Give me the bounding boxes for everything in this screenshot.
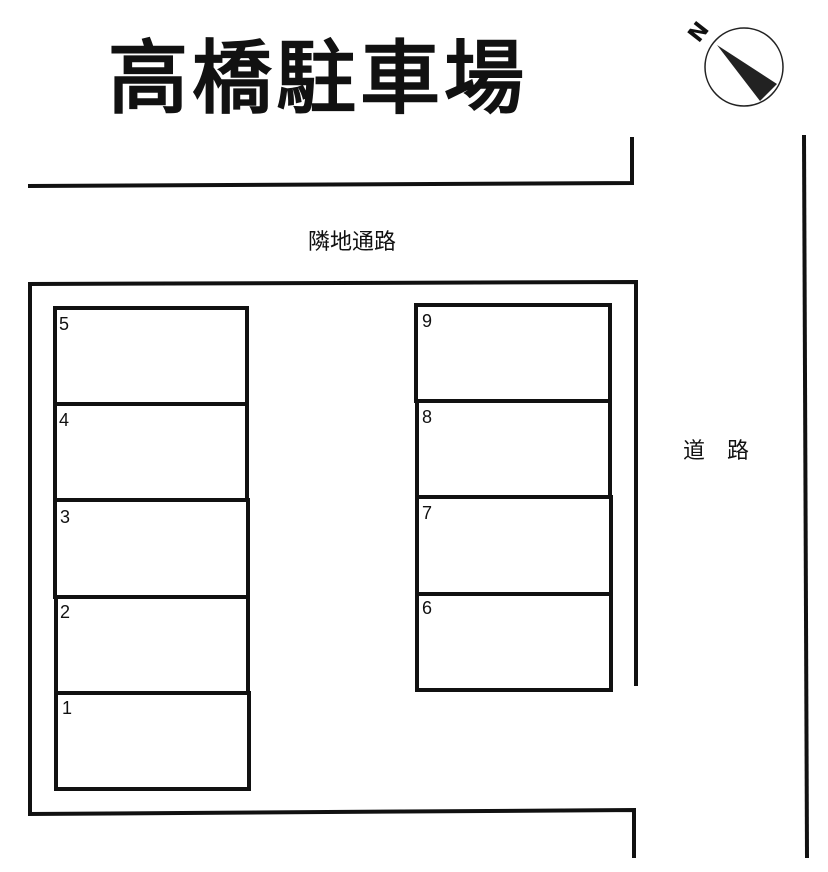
parking-space-5[interactable] xyxy=(53,306,249,406)
road-label: 道路 xyxy=(683,439,772,464)
road-edge-line xyxy=(802,134,809,859)
left-parking-column xyxy=(53,306,251,791)
parking-space-6[interactable] xyxy=(415,592,613,692)
parking-space-number: 6 xyxy=(422,598,433,618)
parking-space-4[interactable] xyxy=(53,402,249,502)
parking-space-3[interactable] xyxy=(53,498,250,599)
parking-space-2[interactable] xyxy=(54,595,250,695)
adjacent-passage-label: 隣地通路 xyxy=(308,230,397,255)
parking-space-number: 5 xyxy=(59,314,70,334)
lot-boundary-outer xyxy=(28,279,638,858)
right-parking-column xyxy=(414,303,613,692)
parking-space-8[interactable] xyxy=(415,399,612,499)
neighbor-boundary-line xyxy=(27,137,634,188)
parking-space-number: 9 xyxy=(422,311,433,331)
parking-space-1[interactable] xyxy=(54,691,251,791)
compass-north-arrow-icon xyxy=(704,27,784,107)
page-title: 高橋駐車場 xyxy=(108,32,528,125)
parking-space-number: 3 xyxy=(60,507,71,527)
parking-space-number: 7 xyxy=(422,503,433,523)
parking-space-7[interactable] xyxy=(415,495,613,596)
parking-space-9[interactable] xyxy=(414,303,612,403)
parking-space-number: 2 xyxy=(60,602,71,622)
parking-space-number: 8 xyxy=(422,407,433,427)
parking-space-number: 1 xyxy=(62,698,73,718)
parking-space-number: 4 xyxy=(59,410,70,430)
